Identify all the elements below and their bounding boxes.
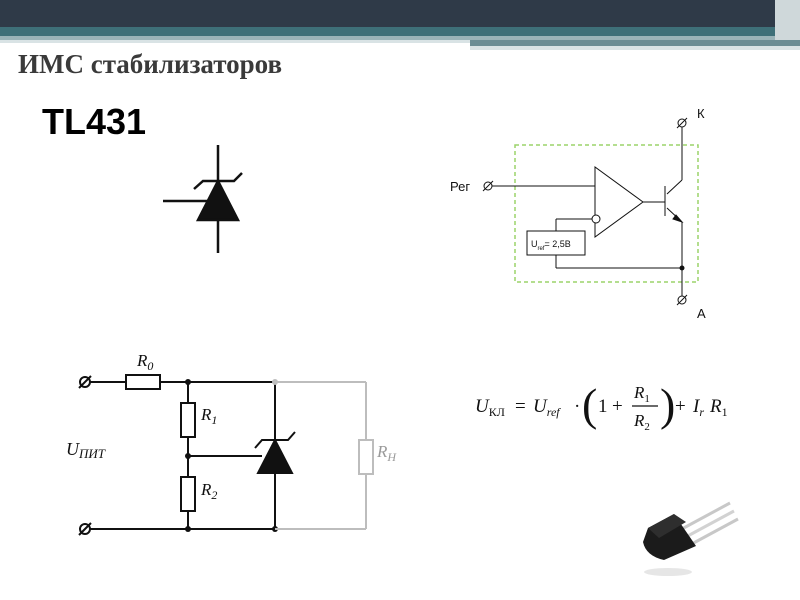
load-junction [272, 379, 278, 385]
anode-junction [679, 265, 685, 271]
cathode-label: К [697, 106, 705, 121]
svg-text:1: 1 [598, 396, 608, 417]
supply-voltage-label: UПИТ [66, 439, 106, 461]
svg-text:R1: R1 [709, 396, 728, 419]
block-diagram [482, 117, 688, 306]
svg-text:Ir: Ir [692, 396, 704, 419]
voltage-formula: UКЛ = Uref · ( 1 + R1 R2 ) + Ir R1 [475, 379, 728, 433]
anode-label: А [697, 306, 706, 321]
svg-text:=: = [515, 396, 526, 417]
stabilizer-circuit [78, 374, 296, 536]
vref-label: Uref= 2,5В [531, 239, 571, 252]
tl431-symbol [163, 145, 243, 253]
slide-title: ИМС стабилизаторов [18, 49, 283, 79]
block-diagram-boundary [514, 144, 699, 283]
svg-text:UКЛ: UКЛ [475, 396, 505, 419]
r1-label: R1 [200, 405, 217, 427]
r0-label: R0 [136, 351, 153, 373]
svg-text:+: + [612, 396, 623, 417]
svg-text:(: ( [582, 379, 597, 430]
svg-text:R2: R2 [633, 411, 650, 433]
header-bar [0, 0, 800, 50]
svg-text:): ) [660, 379, 675, 430]
ref-input-label: Рег [450, 179, 470, 194]
svg-text:+: + [675, 396, 686, 417]
to92-package-image [643, 501, 739, 576]
svg-text:Uref: Uref [533, 396, 561, 419]
svg-text:R1: R1 [633, 383, 650, 405]
load-branch [275, 381, 374, 530]
chip-name: TL431 [42, 101, 147, 142]
r2-label: R2 [200, 480, 217, 502]
svg-text:·: · [574, 396, 580, 417]
rh-label: RН [376, 442, 397, 464]
